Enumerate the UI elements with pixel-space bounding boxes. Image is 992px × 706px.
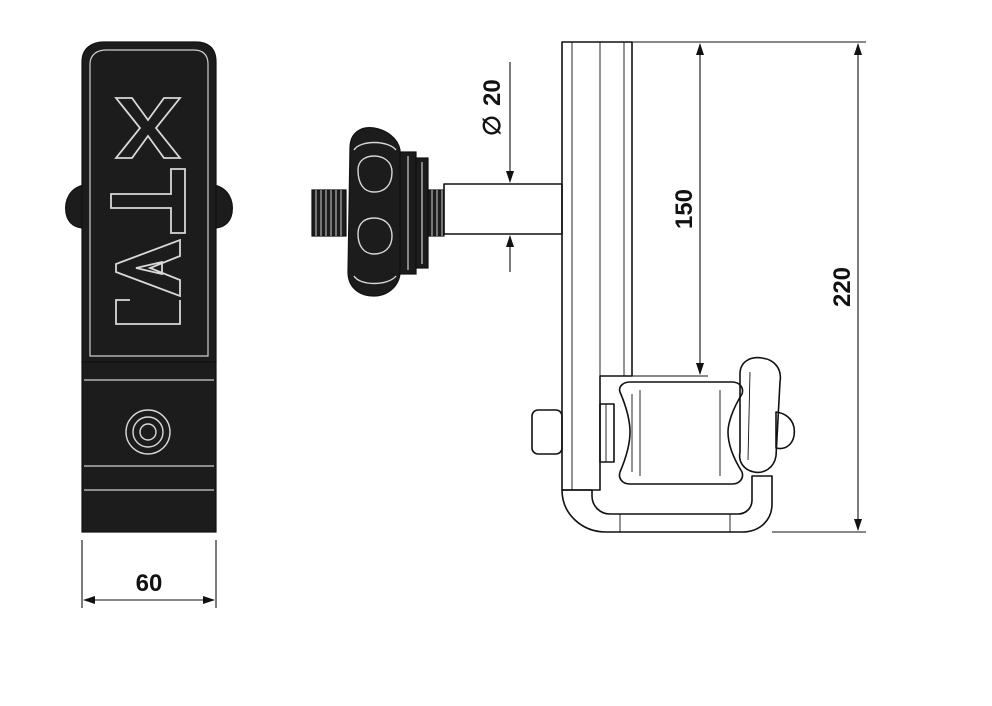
cam-lever xyxy=(738,356,782,474)
roller xyxy=(618,381,744,485)
front-upper-body-highlight xyxy=(89,49,209,357)
svg-text:20: 20 xyxy=(479,79,506,106)
vertical-plate xyxy=(561,41,633,491)
front-bolt-ring xyxy=(132,416,164,448)
pin-shaft xyxy=(443,183,563,235)
knob-body xyxy=(347,127,401,297)
front-view: 60 xyxy=(65,41,233,608)
inner-height-dimension-label: 150 xyxy=(671,189,698,229)
front-lower-body xyxy=(81,361,217,533)
diameter-label: ∅ 20 xyxy=(479,79,506,136)
svg-text:∅: ∅ xyxy=(479,115,506,136)
stub-pin xyxy=(531,409,563,455)
front-upper-body xyxy=(81,41,217,363)
side-view: ∅ 20 150 220 xyxy=(311,41,866,533)
atx-logo xyxy=(110,97,186,325)
total-height-dimension-label: 220 xyxy=(829,267,856,307)
width-dimension-label: 60 xyxy=(136,570,163,597)
front-right-knob xyxy=(213,184,233,229)
front-bolt-socket xyxy=(139,423,157,441)
front-left-knob xyxy=(65,184,85,229)
u-bracket xyxy=(561,475,773,533)
